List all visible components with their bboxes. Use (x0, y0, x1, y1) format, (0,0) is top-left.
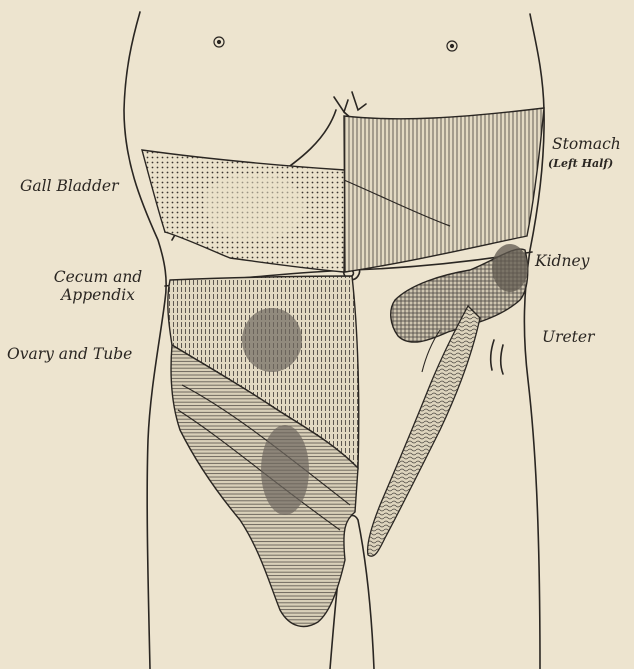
ureter-region (368, 306, 480, 556)
stomach-note-label: (Left Half) (548, 158, 613, 171)
cecum-label-line1: Cecum and (40, 269, 156, 287)
nipples (214, 37, 457, 51)
gall-bladder-label: Gall Bladder (20, 178, 118, 196)
ovary-tube-label: Ovary and Tube (7, 346, 132, 364)
stomach-label: Stomach (552, 136, 621, 154)
ureter-label: Ureter (542, 329, 594, 347)
gall-bladder-region (142, 150, 345, 272)
cecum-label-line2: Appendix (40, 287, 156, 305)
kidney-label: Kidney (535, 253, 589, 271)
cecum-appendix-label: Cecum and Appendix (40, 269, 156, 305)
